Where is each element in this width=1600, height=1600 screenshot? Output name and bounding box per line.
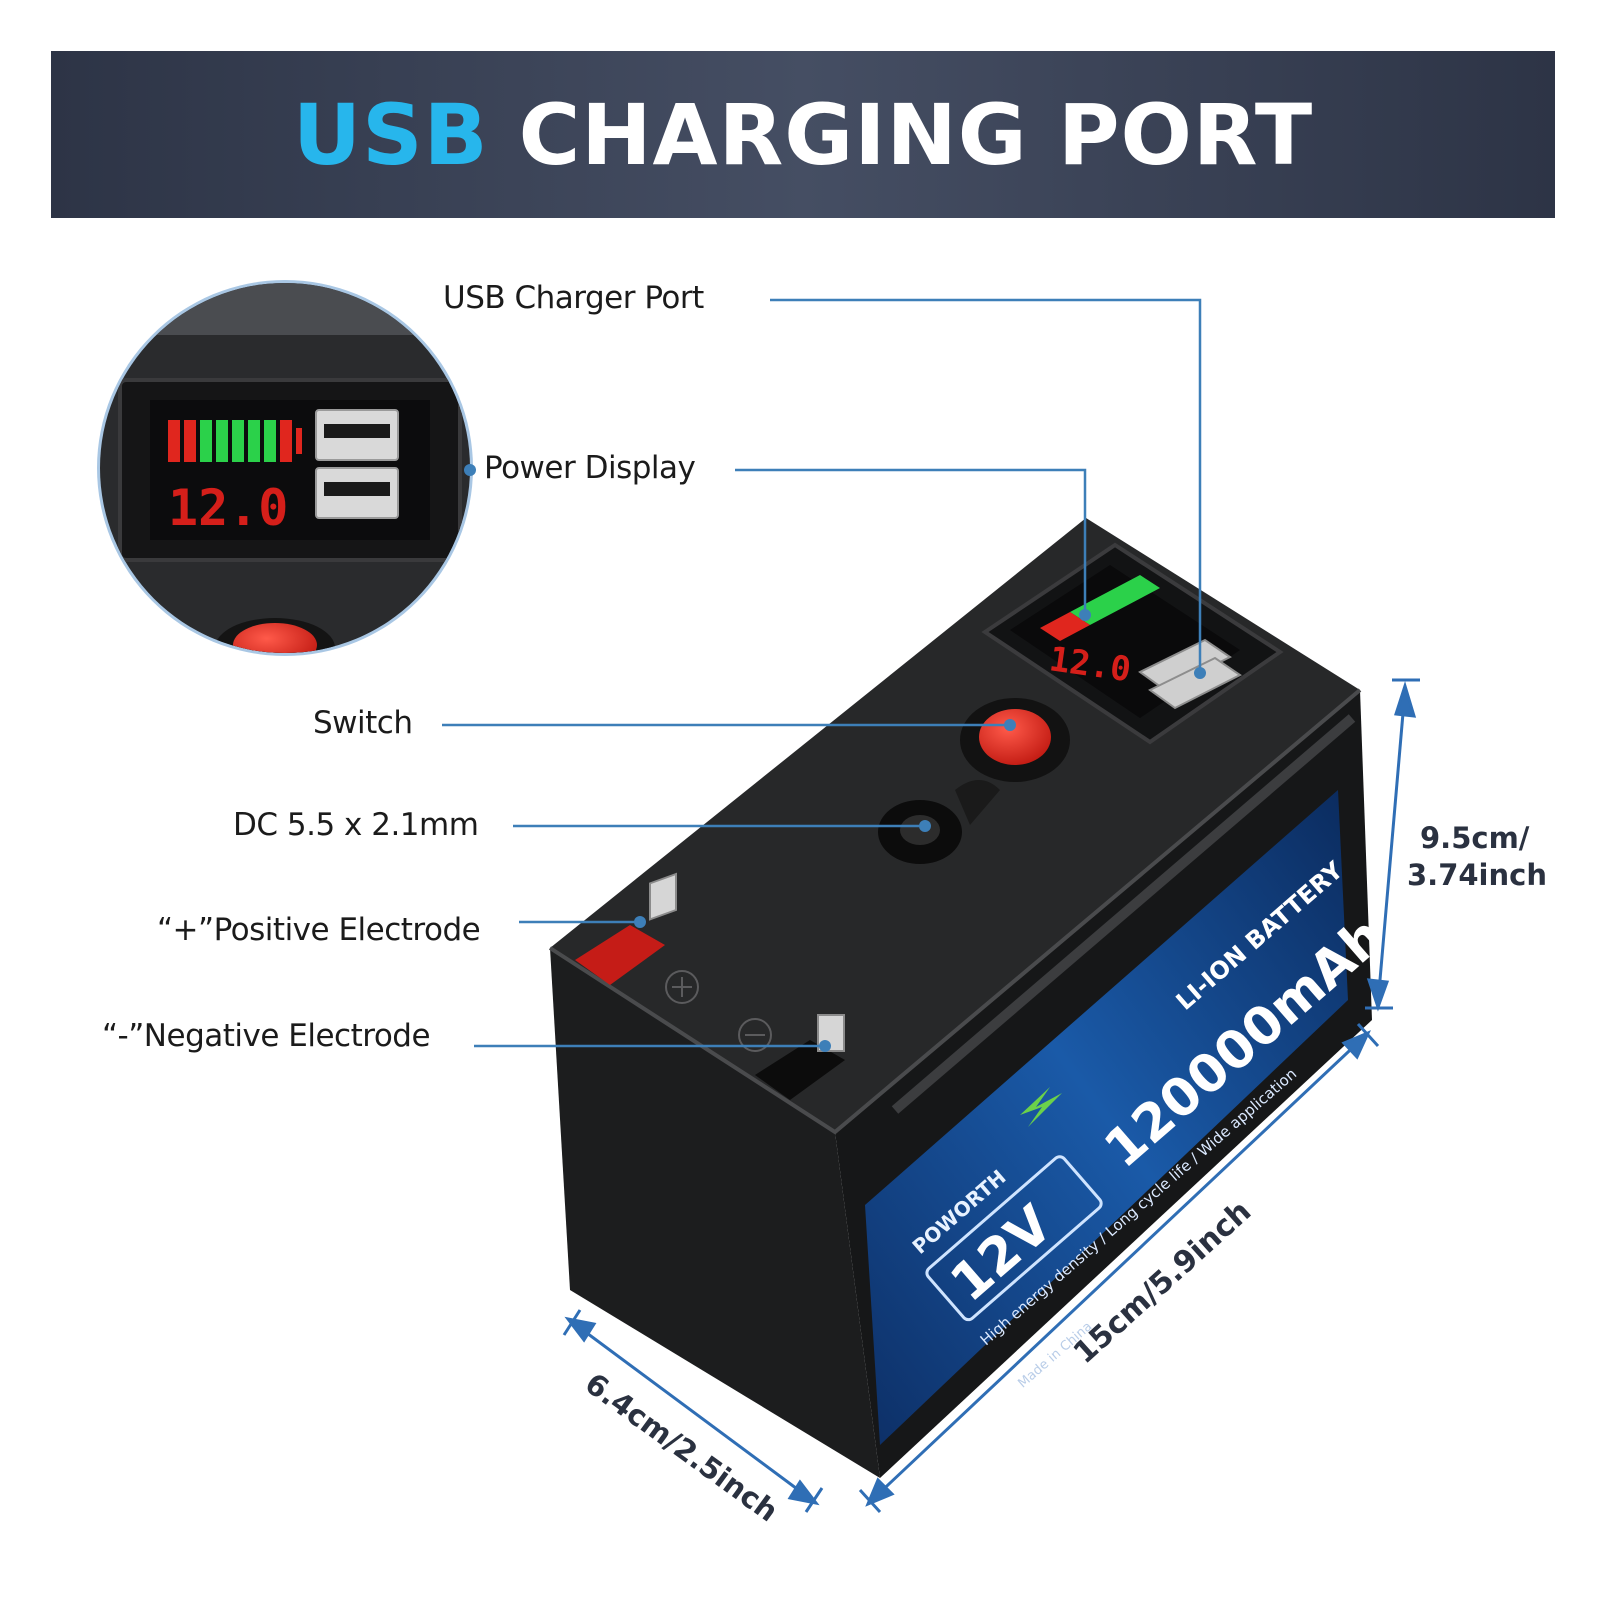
title-banner: USB CHARGING PORT	[51, 51, 1555, 218]
label-switch: Switch	[313, 705, 413, 741]
height-arrow	[1376, 689, 1407, 1004]
dim-height-line2: 3.74inch	[1407, 858, 1547, 892]
battery-label	[865, 790, 1348, 1445]
label-power-display: Power Display	[484, 450, 696, 486]
level-bars	[1070, 575, 1160, 625]
leader-usb-port	[770, 298, 1202, 673]
leader-lines	[442, 298, 1202, 1048]
negative-terminal	[755, 1040, 845, 1100]
label-positive-electrode: “+”Positive Electrode	[157, 912, 481, 948]
rocker-switch	[979, 709, 1051, 765]
dim-height-line1: 9.5cm/	[1420, 821, 1530, 855]
bolt-icon	[1020, 1087, 1062, 1127]
width-arrow	[571, 1320, 813, 1502]
plus-symbol	[665, 970, 699, 1004]
label-negative-electrode: “-”Negative Electrode	[102, 1018, 431, 1054]
banner-title: USB CHARGING PORT	[293, 86, 1313, 184]
minus-symbol	[738, 1018, 772, 1052]
label-usb-charger-port: USB Charger Port	[443, 280, 704, 316]
zoom-inset: 12.0	[97, 280, 473, 656]
zoom-voltage-readout: 12.0	[168, 479, 288, 537]
usb-ports	[1138, 638, 1242, 710]
leader-power-display	[735, 468, 1087, 615]
dimension-arrows	[562, 678, 1420, 1514]
battery: POWORTH 12V 120000mAh LI-ION BATTERY Hig…	[548, 518, 1396, 1478]
banner-title-main: CHARGING PORT	[518, 85, 1314, 184]
label-dc-jack: DC 5.5 x 2.1mm	[233, 807, 479, 843]
positive-terminal	[575, 925, 665, 985]
zoom-level-bars	[168, 420, 302, 462]
length-arrow	[870, 1035, 1366, 1502]
banner-title-accent: USB	[292, 85, 489, 184]
zoom-usb-ports	[315, 409, 399, 519]
leader-dots	[464, 464, 1206, 1052]
